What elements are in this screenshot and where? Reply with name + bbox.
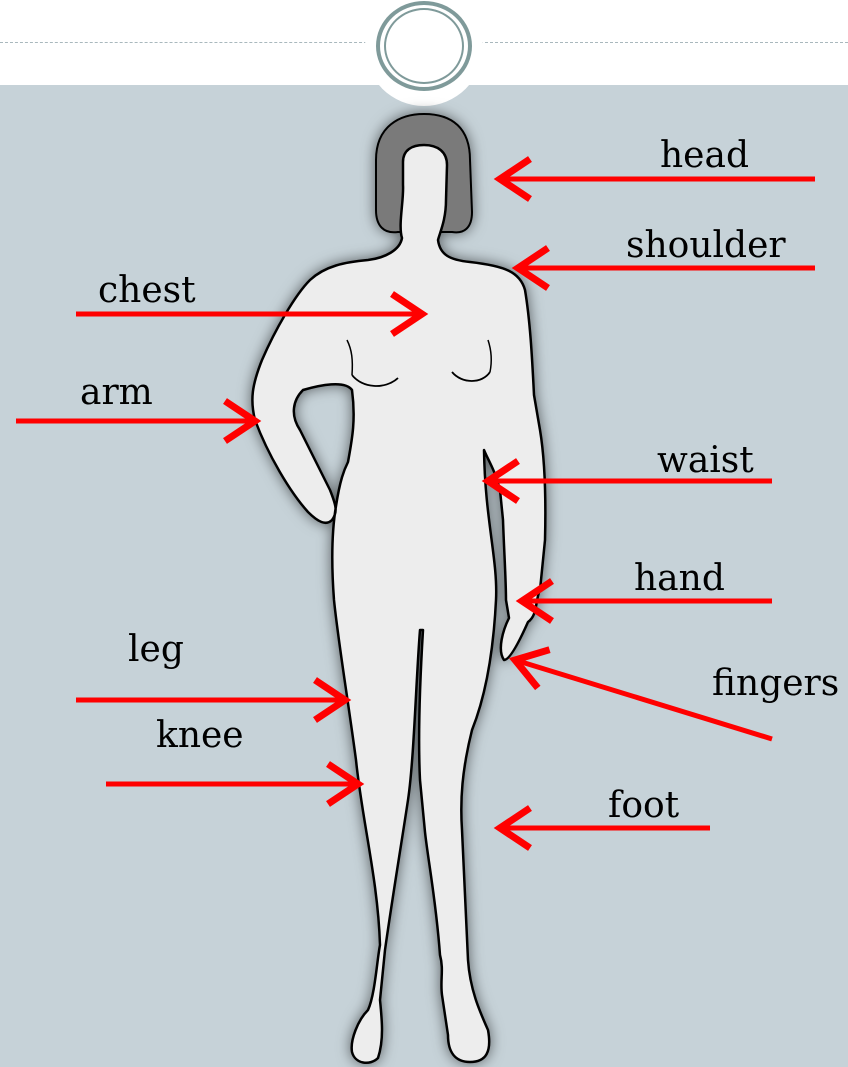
label-waist: waist <box>657 443 754 479</box>
label-arm: arm <box>80 375 153 411</box>
label-fingers: fingers <box>712 666 839 702</box>
woman-silhouette <box>252 114 545 1063</box>
body-shape <box>252 145 545 1063</box>
label-knee: knee <box>156 718 244 754</box>
label-head: head <box>660 138 749 174</box>
label-leg: leg <box>128 632 184 668</box>
label-shoulder: shoulder <box>626 228 786 264</box>
label-hand: hand <box>634 561 725 597</box>
label-chest: chest <box>98 273 196 309</box>
label-foot: foot <box>608 788 679 824</box>
